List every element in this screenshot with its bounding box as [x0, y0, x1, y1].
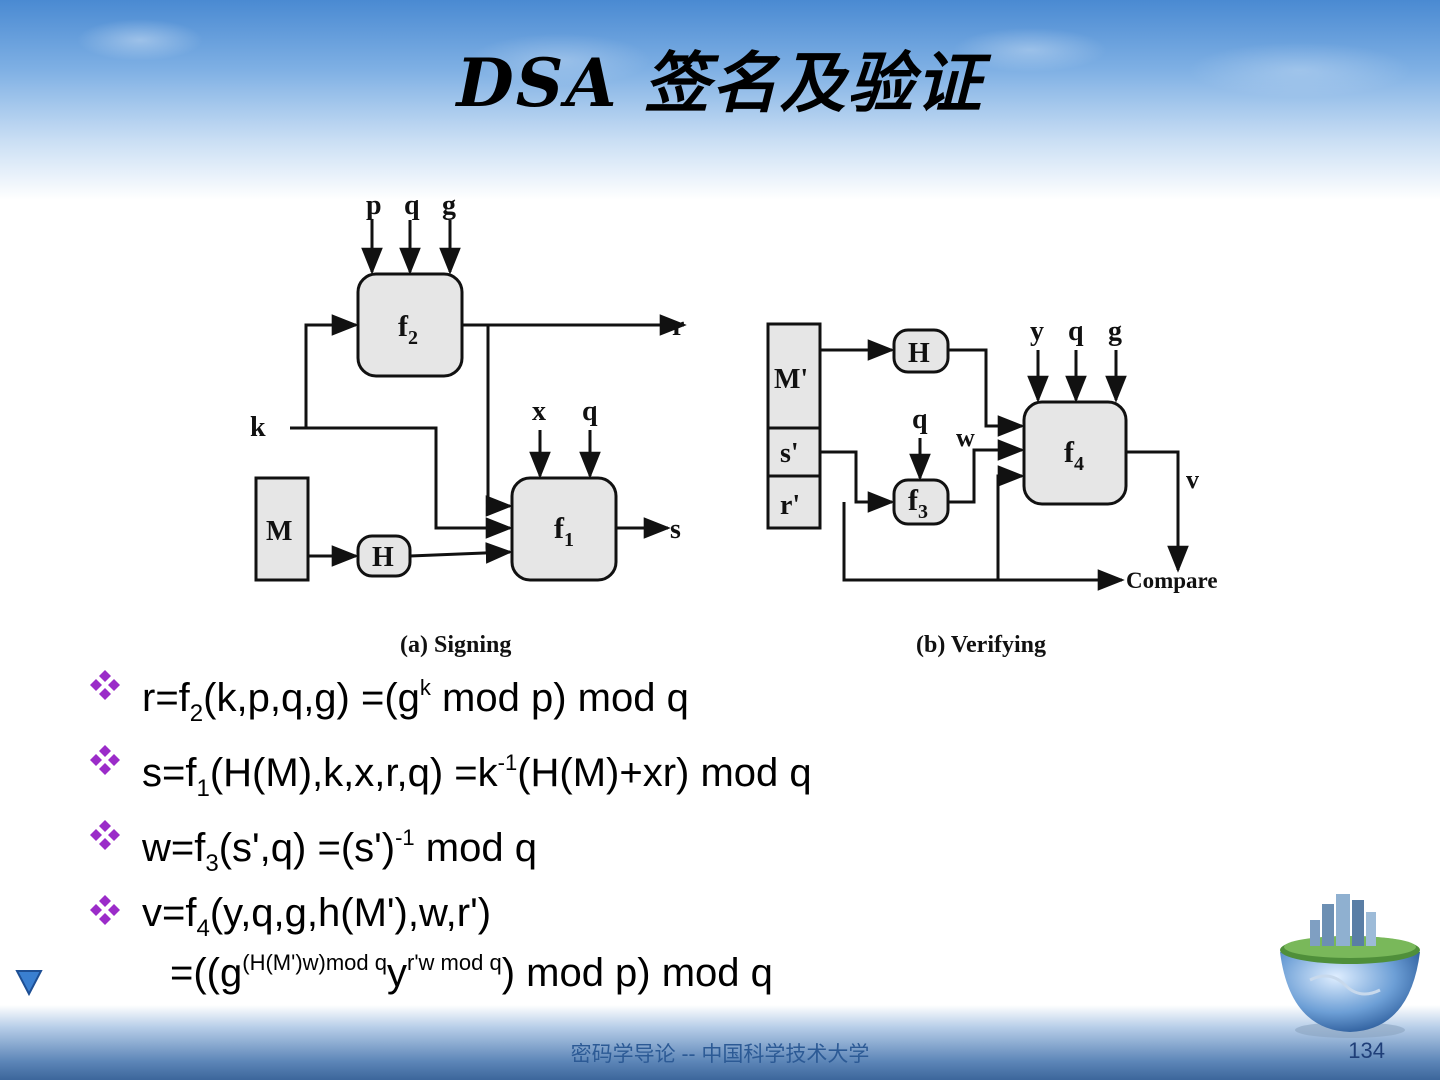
x-label: x: [532, 396, 546, 427]
q-label-signing: q: [582, 396, 598, 427]
q-label-verifying: q: [912, 404, 928, 435]
input-p: p: [366, 190, 382, 221]
f1-label: f1: [554, 512, 574, 551]
list-item: s=f1(H(M),k,x,r,q) =k-1(H(M)+xr) mod q: [88, 735, 1248, 810]
rprime-box: [766, 474, 822, 530]
v-label: v: [1186, 465, 1199, 494]
formula-continuation: =((g(H(M')w)mod qyr'w mod q) mod p) mod …: [170, 950, 773, 995]
rprime-label: r': [780, 490, 800, 521]
Mprime-box: [766, 322, 822, 430]
input-y: y: [1030, 316, 1044, 347]
slide-title: DSA 签名及验证: [456, 44, 984, 122]
f4-label: f4: [1064, 436, 1084, 475]
compare-label: Compare: [1126, 568, 1218, 593]
footer-course-title: 密码学导论 -- 中国科学技术大学: [570, 1043, 870, 1066]
page-number: 134: [1348, 1038, 1385, 1063]
s-output: s: [670, 514, 681, 545]
list-item: r=f2(k,p,q,g) =(gk mod p) mod q: [88, 660, 1248, 735]
list-item: w=f3(s',q) =(s')-1 mod q: [88, 810, 1248, 885]
H-label-verifying: H: [908, 338, 930, 369]
signing-caption: (a) Signing: [400, 632, 511, 658]
k-label: k: [250, 412, 266, 443]
globe-city-icon: [1280, 894, 1420, 1038]
sprime-box: [766, 426, 822, 478]
w-label: w: [956, 423, 975, 452]
f2-box: [356, 272, 464, 378]
formula-list: r=f2(k,p,q,g) =(gk mod p) mod q s=f1(H(M…: [88, 660, 1248, 998]
diamond-bullet-icon: [90, 895, 120, 925]
f2-label: f2: [398, 310, 418, 349]
f3-label: f3: [908, 484, 928, 523]
list-item: v=f4(y,q,g,h(M'),w,r'): [88, 885, 1248, 960]
input-q: q: [404, 190, 420, 221]
dsa-diagram: p q g f2 k r x q f1 s M H (a) Signing M'…: [250, 190, 1218, 658]
diamond-bullet-icon: [90, 670, 120, 700]
sprime-label: s': [780, 438, 799, 469]
input-g-verifying: g: [1108, 316, 1122, 347]
header-background: [0, 0, 1440, 200]
Mprime-label: M': [774, 364, 808, 395]
triangle-down-icon[interactable]: [14, 967, 44, 997]
input-q-verifying: q: [1068, 316, 1084, 347]
M-label: M: [266, 516, 292, 547]
verifying-caption: (b) Verifying: [916, 632, 1046, 658]
input-g: g: [442, 190, 456, 221]
diamond-bullet-icon: [90, 745, 120, 775]
H-label-signing: H: [372, 542, 394, 573]
r-output: r: [672, 311, 684, 342]
M-box: [254, 476, 310, 582]
diamond-bullet-icon: [90, 820, 120, 850]
footer-background: [0, 1005, 1440, 1080]
